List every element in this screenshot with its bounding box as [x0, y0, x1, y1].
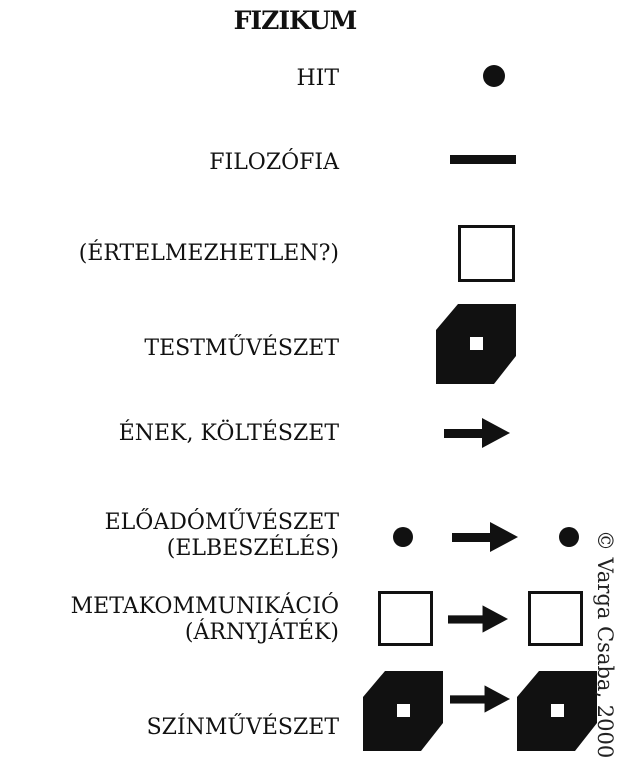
- row-sublabel-elbeszeles: (ELBESZÉLÉS): [166, 536, 339, 561]
- row-label-enek-kolteszet: ÉNEK, KÖLTÉSZET: [119, 421, 339, 447]
- row-label-text: HIT: [296, 66, 339, 91]
- dot-symbol: [483, 65, 505, 87]
- solid-body-symbol: [517, 671, 597, 751]
- solid-body-symbol: [436, 304, 516, 384]
- row-label-ertelmezhetlen: (ÉRTELMEZHETLEN?): [79, 241, 339, 267]
- arrow-symbol: [448, 605, 508, 633]
- arrow-symbol: [452, 522, 518, 552]
- copyright-notice: © Varga Csaba, 2000: [593, 530, 617, 758]
- row-label-szinmuveszet: SZÍNMŰVÉSZET: [147, 715, 339, 741]
- dot-symbol: [393, 527, 413, 547]
- row-label-text: TESTMŰVÉSZET: [144, 336, 339, 361]
- row-label-metakommunikacio: METAKOMMUNIKÁCIÓ (ÁRNYJÁTÉK): [71, 594, 339, 646]
- row-label-text: ÉNEK, KÖLTÉSZET: [118, 421, 339, 446]
- square-symbol: [378, 591, 433, 646]
- row-label-text: ELŐADÓMŰVÉSZET: [104, 510, 339, 535]
- arrow-symbol: [450, 685, 510, 713]
- row-label-testmuveszet: TESTMŰVÉSZET: [144, 336, 339, 362]
- dot-symbol: [559, 527, 579, 547]
- row-label-text: SZÍNMŰVÉSZET: [146, 715, 339, 740]
- square-symbol: [458, 225, 515, 282]
- row-label-text: (ÉRTELMEZHETLEN?): [78, 241, 339, 266]
- row-label-text: FILOZÓFIA: [209, 150, 339, 175]
- row-sublabel-arnyjatek: (ÁRNYJÁTÉK): [184, 620, 339, 645]
- solid-body-symbol: [363, 671, 443, 751]
- row-label-eloadomuveszet: ELŐADÓMŰVÉSZET (ELBESZÉLÉS): [105, 510, 339, 562]
- square-symbol: [528, 591, 583, 646]
- row-label-filozofia: FILOZÓFIA: [209, 150, 339, 176]
- diagram-title: FIZIKUM: [233, 6, 358, 35]
- arrow-symbol: [444, 418, 510, 448]
- row-label-text: METAKOMMUNIKÁCIÓ: [70, 594, 339, 619]
- row-label-hit: HIT: [296, 66, 339, 92]
- line-symbol: [450, 155, 516, 164]
